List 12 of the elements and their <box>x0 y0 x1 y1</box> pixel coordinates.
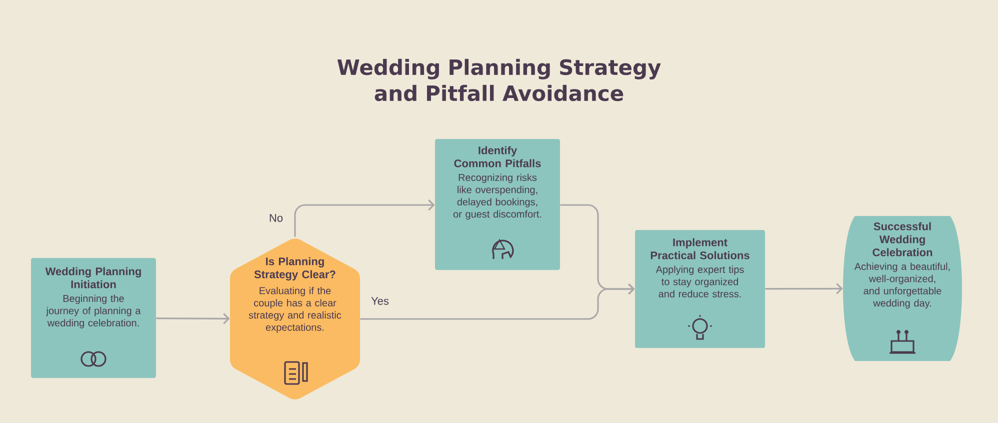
edge-label: No <box>268 213 284 223</box>
decision-hexagon: Is Planning Strategy Clear? Evaluating if the couple has a clear strategy and realistic expectations. <box>230 238 360 400</box>
process-box: Identify Common Pitfalls Recognizing risks like overspending, delayed bookings, or guest discomfort. <box>435 139 560 270</box>
arrow <box>560 204 635 295</box>
title: Wedding Planning Strategy and Pitfall Avoidance <box>337 58 661 102</box>
process-box: Implement Practical Solutions Applying expert tips to stay organized and reduce stress. <box>635 230 765 348</box>
end-box: Successful Wedding Celebration Achieving a beautiful, well-organized, and unforgettable wedding day. <box>843 216 962 361</box>
arrow <box>156 313 230 324</box>
process-box: Wedding Planning Initiation Beginning the journey of planning a wedding celebration. <box>31 258 156 378</box>
arrow <box>294 199 435 237</box>
edge-label: Yes <box>370 296 390 306</box>
arrow <box>765 283 843 294</box>
